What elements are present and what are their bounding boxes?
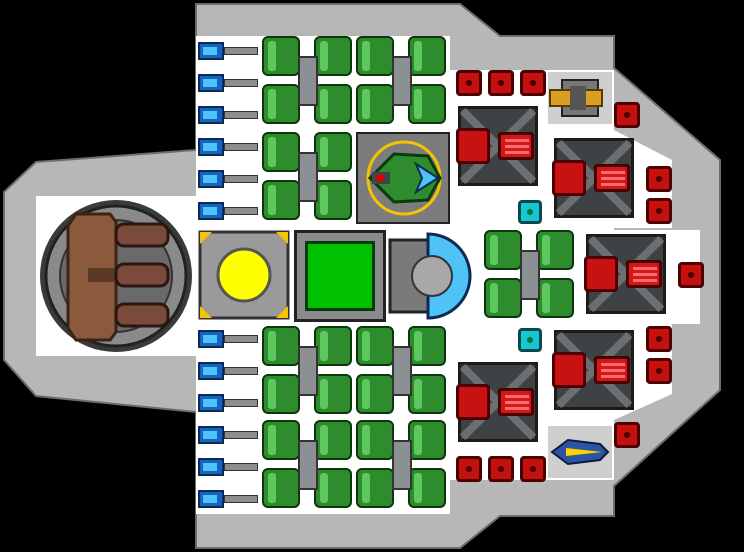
pipe xyxy=(224,335,258,343)
coolant-thruster[interactable] xyxy=(198,390,258,416)
pipe xyxy=(224,79,258,87)
engine-module[interactable] xyxy=(452,356,544,448)
coolant-icon xyxy=(198,74,224,92)
coolant-icon xyxy=(198,458,224,476)
missile-block[interactable] xyxy=(488,456,514,482)
pipe xyxy=(224,463,258,471)
pipe xyxy=(224,143,258,151)
coolant-thruster[interactable] xyxy=(198,198,258,224)
missile-block[interactable] xyxy=(456,456,482,482)
coolant-icon xyxy=(198,106,224,124)
fuel-tank[interactable] xyxy=(356,36,448,126)
coolant-thruster[interactable] xyxy=(198,454,258,480)
coolant-thruster[interactable] xyxy=(198,166,258,192)
coolant-thruster[interactable] xyxy=(198,134,258,160)
gold-cannon-icon[interactable] xyxy=(548,72,612,124)
engine-module[interactable] xyxy=(548,132,640,224)
missile-block[interactable] xyxy=(614,422,640,448)
coolant-icon xyxy=(198,426,224,444)
coolant-thruster[interactable] xyxy=(198,102,258,128)
missile-block[interactable] xyxy=(456,70,482,96)
missile-block[interactable] xyxy=(614,102,640,128)
fuel-tank[interactable] xyxy=(356,326,448,416)
missile-block[interactable] xyxy=(646,166,672,192)
coolant-thruster[interactable] xyxy=(198,70,258,96)
coolant-icon xyxy=(198,202,224,220)
fuel-tank[interactable] xyxy=(262,420,354,510)
power-core-icon[interactable] xyxy=(294,230,386,322)
fuel-tank[interactable] xyxy=(262,132,354,222)
engine-module[interactable] xyxy=(452,100,544,192)
coolant-icon xyxy=(198,362,224,380)
coolant-thruster[interactable] xyxy=(198,38,258,64)
pipe xyxy=(224,207,258,215)
missile-block[interactable] xyxy=(646,326,672,352)
shield-node[interactable] xyxy=(518,200,542,224)
sensor-dome-icon[interactable] xyxy=(388,230,480,322)
missile-block[interactable] xyxy=(678,262,704,288)
missile-block[interactable] xyxy=(520,70,546,96)
docked-fighter-icon[interactable] xyxy=(356,132,450,224)
triple-cannon-turret-icon[interactable] xyxy=(38,198,194,354)
missile-block[interactable] xyxy=(520,456,546,482)
shield-node[interactable] xyxy=(518,328,542,352)
pipe xyxy=(224,399,258,407)
fuel-tank[interactable] xyxy=(356,420,448,510)
coolant-thruster[interactable] xyxy=(198,358,258,384)
coolant-icon xyxy=(198,138,224,156)
coolant-thruster[interactable] xyxy=(198,326,258,352)
coolant-icon xyxy=(198,170,224,188)
pipe xyxy=(224,175,258,183)
fuel-tank[interactable] xyxy=(262,326,354,416)
missile-block[interactable] xyxy=(646,198,672,224)
coolant-thruster[interactable] xyxy=(198,486,258,512)
pipe xyxy=(224,431,258,439)
missile-block[interactable] xyxy=(488,70,514,96)
missile-block[interactable] xyxy=(646,358,672,384)
scout-ship-icon[interactable] xyxy=(548,426,612,478)
engine-module[interactable] xyxy=(548,324,640,416)
fuel-tank[interactable] xyxy=(484,230,576,320)
reactor-core-icon[interactable] xyxy=(196,228,292,322)
coolant-icon xyxy=(198,42,224,60)
pipe xyxy=(224,111,258,119)
coolant-thruster[interactable] xyxy=(198,422,258,448)
coolant-icon xyxy=(198,394,224,412)
engine-module[interactable] xyxy=(580,228,672,320)
coolant-icon xyxy=(198,490,224,508)
fuel-tank[interactable] xyxy=(262,36,354,126)
pipe xyxy=(224,47,258,55)
pipe xyxy=(224,367,258,375)
coolant-icon xyxy=(198,330,224,348)
pipe xyxy=(224,495,258,503)
